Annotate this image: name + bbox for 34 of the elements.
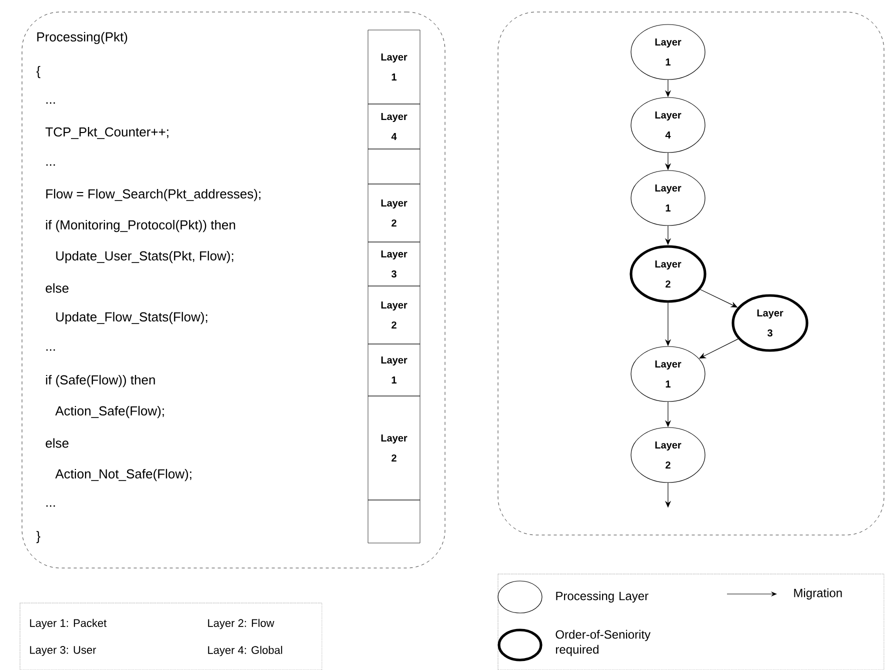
legend-text: Processing Layer — [556, 591, 648, 603]
code-line: Processing(Pkt) — [37, 32, 128, 44]
code-line: ... — [46, 505, 55, 507]
code-line: Flow = Flow_Search(Pkt_addresses); — [46, 188, 260, 202]
empty-cell — [368, 500, 420, 544]
code-line: ... — [46, 102, 55, 104]
legend-text: Order-of-Seniority required — [556, 630, 651, 656]
code-line: ... — [46, 164, 55, 166]
layer-cell: Layer 2 — [368, 396, 420, 500]
layer-cell: Layer 1 — [368, 30, 420, 104]
code-line: ... — [46, 349, 55, 351]
code-line: Update_Flow_Stats(Flow); — [56, 312, 208, 324]
code-line: { — [36, 66, 40, 78]
layer-cell: Layer 2 — [368, 184, 420, 242]
code-line: if (Monitoring_Protocol(Pkt)) then — [46, 220, 236, 232]
layer-cell: Layer 2 — [368, 286, 420, 344]
key-text: Layer 4: Global — [208, 646, 282, 656]
empty-cell — [368, 148, 420, 184]
code-line: Update_User_Stats(Pkt, Flow); — [56, 250, 234, 264]
code-line: Action_Not_Safe(Flow); — [55, 468, 192, 482]
dashed-panel — [498, 12, 884, 536]
code-line: Action_Safe(Flow); — [55, 406, 164, 418]
legend-text: Migration — [794, 588, 842, 600]
code-line: } — [36, 530, 40, 544]
key-text: Layer 1: Packet — [30, 618, 107, 630]
code-line: else — [46, 438, 68, 448]
code-line: else — [46, 283, 68, 293]
layer-cell: Layer 1 — [368, 344, 420, 396]
key-text: Layer 2: Flow — [208, 618, 274, 630]
code-line: TCP_Pkt_Counter++; — [46, 127, 168, 139]
code-line: if (Safe(Flow)) then — [46, 374, 155, 388]
key-text: Layer 3: User — [30, 646, 96, 656]
layer-cell: Layer 4 — [368, 104, 420, 150]
layer-cell: Layer 3 — [368, 242, 420, 286]
